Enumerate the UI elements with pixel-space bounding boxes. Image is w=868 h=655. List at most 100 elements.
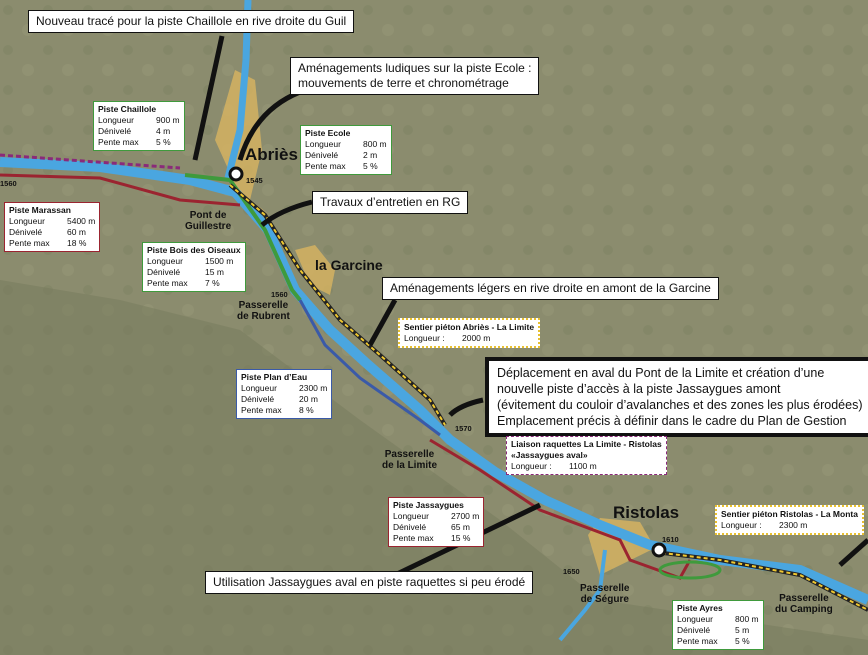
info-value: 2300 m xyxy=(299,383,328,393)
info-label: Pente max xyxy=(147,278,188,288)
info-label: Pente max xyxy=(677,636,718,646)
info-value: 20 m xyxy=(299,394,318,404)
info-label: Dénivelé xyxy=(147,267,181,277)
info-value: 5400 m xyxy=(67,216,96,226)
info-title: Sentier piéton Ristolas - La Monta xyxy=(721,509,858,519)
info-label: Dénivelé xyxy=(241,394,275,404)
purple-trail xyxy=(0,153,181,170)
info-label: Pente max xyxy=(98,137,139,147)
info-plan-eau: Piste Plan d’Eau Longueur 2300 m Dénivelé… xyxy=(236,369,333,419)
abries-marker xyxy=(228,166,244,182)
place-line: Passerelle xyxy=(384,449,435,460)
callout-line: mouvements de terre et chronométrage xyxy=(298,76,509,90)
garcine-zone xyxy=(295,245,335,295)
altitude-label: 1570 xyxy=(455,424,472,433)
info-label: Dénivelé xyxy=(305,150,339,160)
plan-eau-trail xyxy=(298,299,441,437)
info-value: 1500 m xyxy=(205,256,234,266)
info-label: Longueur : xyxy=(511,461,552,471)
info-value: 65 m xyxy=(451,522,470,532)
callout-deplacement: Déplacement en aval du Pont de la Limite… xyxy=(485,357,868,437)
callout-travaux: Travaux d’entretien en RG xyxy=(312,191,469,214)
callout-line: Aménagements ludiques sur la piste Ecole… xyxy=(298,61,532,75)
info-title: Piste Bois des Oiseaux xyxy=(147,245,241,255)
place-line: Guillestre xyxy=(185,221,232,232)
info-label: Longueur : xyxy=(721,520,762,530)
info-value: 60 m xyxy=(67,227,86,237)
green-trail xyxy=(184,173,302,302)
place-ristolas: Ristolas xyxy=(613,503,680,522)
place-line: Pont de xyxy=(189,210,227,221)
info-title: Piste Ecole xyxy=(305,128,351,138)
callout-line: Emplacement précis à définir dans le cad… xyxy=(497,414,847,428)
altitude-label: 1560 xyxy=(0,179,17,188)
place-line: de Rubrent xyxy=(237,311,290,322)
info-ecole: Piste Ecole Longueur 800 m Dénivelé 2 m Pe… xyxy=(300,125,392,175)
place-line: de la Limite xyxy=(382,460,438,471)
marassan-trail xyxy=(0,173,241,207)
info-title: Liaison raquettes La Limite - Ristolas xyxy=(511,439,662,449)
info-value: 2000 m xyxy=(462,333,491,343)
info-value: 1100 m xyxy=(569,461,597,471)
callout-line: nouvelle piste d’accès à la piste Jassay… xyxy=(497,382,781,396)
info-liaison: Liaison raquettes La Limite - Ristolas «… xyxy=(506,436,667,475)
info-subtitle: «Jassaygues aval» xyxy=(511,450,588,460)
info-label: Pente max xyxy=(9,238,50,248)
info-label: Dénivelé xyxy=(677,625,711,635)
info-bois-oiseaux: Piste Bois des Oiseaux Longueur 1500 m Dé… xyxy=(142,242,246,292)
info-value: 4 m xyxy=(156,126,171,136)
callout-chaillole: Nouveau tracé pour la piste Chaillole en… xyxy=(28,10,355,33)
info-label: Longueur xyxy=(677,614,713,624)
place-line: du Camping xyxy=(775,604,833,615)
place-line: Passerelle xyxy=(580,583,630,594)
info-value: 7 % xyxy=(205,278,220,288)
info-title: Piste Plan d’Eau xyxy=(241,372,308,382)
info-label: Pente max xyxy=(393,533,434,543)
place-line: de Ségure xyxy=(580,594,629,605)
info-title: Piste Jassaygues xyxy=(393,500,464,510)
callout-ecole: Aménagements ludiques sur la piste Ecole… xyxy=(290,57,540,95)
ayres-trail xyxy=(658,560,722,580)
info-value: 15 % xyxy=(451,533,471,543)
info-title: Piste Chaillole xyxy=(98,104,157,114)
info-title: Piste Marassan xyxy=(9,205,71,215)
info-value: 800 m xyxy=(735,614,759,624)
info-value: 18 % xyxy=(67,238,87,248)
info-label: Longueur xyxy=(98,115,134,125)
place-line: Passerelle xyxy=(779,593,829,604)
sentier-ristolas-dash xyxy=(654,551,868,611)
river-guil xyxy=(0,157,868,605)
info-value: 800 m xyxy=(363,139,387,149)
info-value: 5 % xyxy=(156,137,171,147)
sentier-abries-dash xyxy=(229,184,446,426)
place-garcine: la Garcine xyxy=(315,257,383,273)
info-sentier-abries: Sentier piéton Abriès - La Limite Longue… xyxy=(398,318,541,348)
info-value: 5 % xyxy=(735,636,750,646)
info-label: Longueur : xyxy=(404,333,445,343)
info-value: 2 m xyxy=(363,150,378,160)
callout-garcine: Aménagements légers en rive droite en am… xyxy=(382,277,719,300)
stream xyxy=(558,549,607,642)
info-label: Longueur xyxy=(241,383,277,393)
info-value: 2300 m xyxy=(779,520,808,530)
info-title: Piste Ayres xyxy=(677,603,723,613)
info-title: Sentier piéton Abriès - La Limite xyxy=(404,322,535,332)
info-label: Longueur xyxy=(147,256,183,266)
info-label: Pente max xyxy=(305,161,346,171)
altitude-label: 1545 xyxy=(246,176,263,185)
info-label: Longueur xyxy=(305,139,341,149)
altitude-label: 1560 xyxy=(271,290,288,299)
info-value: 5 % xyxy=(363,161,378,171)
altitude-label: 1650 xyxy=(563,567,580,576)
info-sentier-ristolas: Sentier piéton Ristolas - La Monta Longu… xyxy=(715,505,864,535)
info-label: Pente max xyxy=(241,405,282,415)
